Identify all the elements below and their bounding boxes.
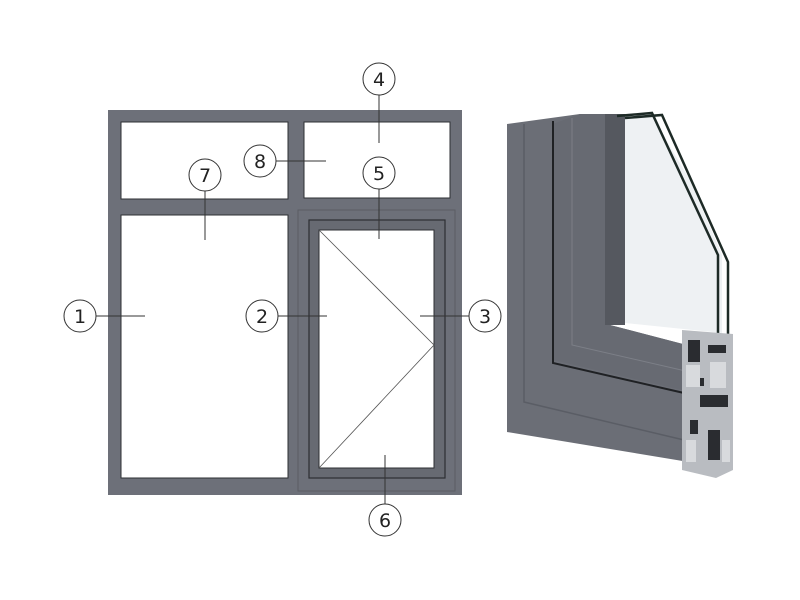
opening-direction-indicator (318, 229, 435, 469)
cavity-highlights (686, 362, 730, 462)
glass-edge-outer (616, 111, 720, 333)
profile-groove-inner (571, 118, 691, 373)
profile-section-3d (507, 111, 733, 478)
glass-pane (615, 113, 722, 333)
glass-edge-inner (624, 113, 730, 335)
profile-groove (523, 124, 685, 441)
callout-label: 4 (373, 69, 385, 91)
fixed-pane-left (120, 214, 289, 479)
callout-1: 1 (63, 299, 97, 333)
callout-label: 2 (256, 306, 268, 328)
callout-label: 1 (74, 306, 86, 328)
callout-7: 7 (188, 158, 222, 192)
callout-8: 8 (243, 144, 277, 178)
callout-5: 5 (362, 156, 396, 190)
leader-lines (96, 95, 469, 504)
thermal-break-cavities (688, 340, 728, 460)
glass-inner-shade (605, 114, 625, 325)
callout-label: 6 (379, 510, 391, 532)
profile-gasket-line (552, 121, 685, 394)
callout-label: 5 (373, 163, 385, 185)
sash-outline (297, 209, 456, 492)
callout-label: 7 (199, 165, 211, 187)
callout-6: 6 (368, 503, 402, 537)
callout-label: 3 (479, 306, 491, 328)
sash-glass (318, 229, 435, 469)
callout-3: 3 (468, 299, 502, 333)
window-elevation (108, 110, 462, 495)
profile-inner-step (553, 114, 725, 400)
callout-label: 8 (254, 151, 266, 173)
callout-4: 4 (362, 62, 396, 96)
callout-2: 2 (245, 299, 279, 333)
